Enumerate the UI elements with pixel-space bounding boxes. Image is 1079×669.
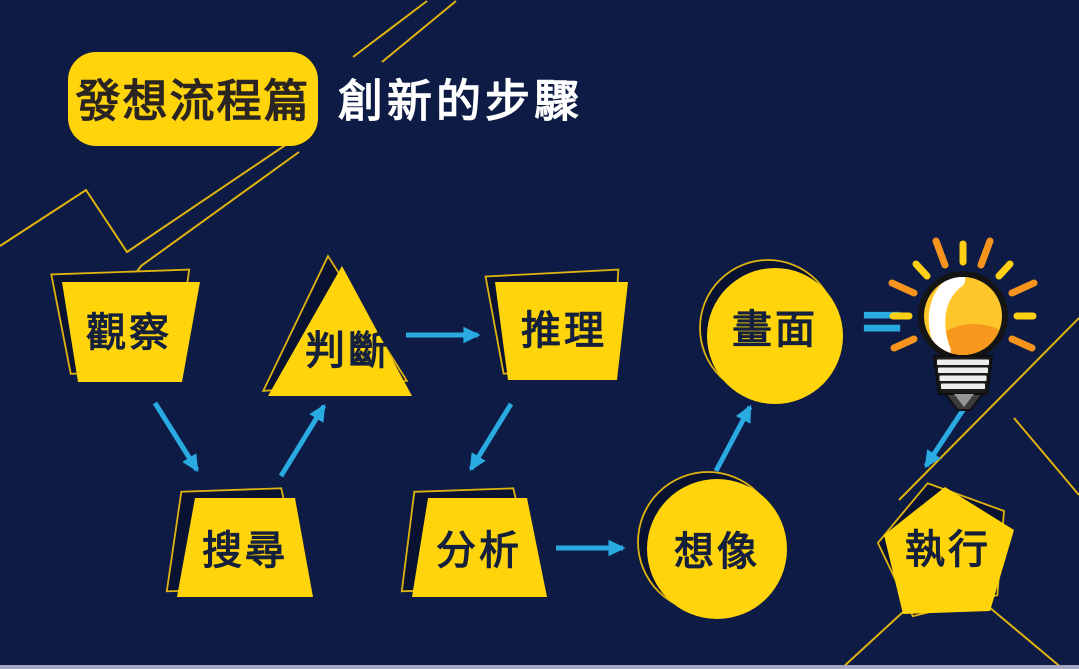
title-subtitle: 創新的步驟 — [338, 75, 583, 128]
step-label-observe: 觀察 — [86, 310, 172, 356]
diagonal-line-right-2 — [1013, 417, 1079, 496]
header: 發想流程篇 創新的步驟 — [68, 52, 583, 146]
diagonal-line-bottom-1 — [840, 611, 904, 669]
step-label-analyze: 分析 — [436, 528, 522, 574]
arrow-bulb-to-execute — [923, 405, 968, 469]
diagonal-line-top-1 — [352, 0, 428, 58]
flow-labels: 觀察 搜尋 判斷 推理 分析 想像 畫面 執行 — [86, 307, 991, 575]
flow-arrows — [152, 326, 968, 557]
arrow-infer-to-analyze — [468, 402, 514, 472]
zigzag-line-top-left — [0, 143, 288, 254]
step-label-judge: 判斷 — [305, 328, 391, 374]
arrow-imagine-to-picture — [713, 404, 753, 473]
diagonal-line-top-2 — [381, 0, 457, 63]
title-badge-text: 發想流程篇 — [74, 75, 310, 128]
diagonal-line-right-1 — [898, 317, 1079, 501]
step-label-execute: 執行 — [905, 527, 991, 573]
step-label-search: 搜尋 — [202, 528, 288, 574]
bottom-edge-strip — [0, 665, 1079, 669]
diagonal-line-bottom-2 — [988, 606, 1064, 669]
arrow-search-to-judge — [278, 403, 327, 478]
step-label-infer: 推理 — [521, 308, 607, 354]
lightbulb-rays — [888, 237, 1038, 352]
step-label-imagine: 想像 — [674, 529, 760, 575]
arrow-observe-to-search — [152, 401, 200, 473]
step-label-picture: 畫面 — [732, 307, 818, 353]
title-badge — [68, 52, 318, 146]
lightbulb-base — [932, 355, 994, 411]
